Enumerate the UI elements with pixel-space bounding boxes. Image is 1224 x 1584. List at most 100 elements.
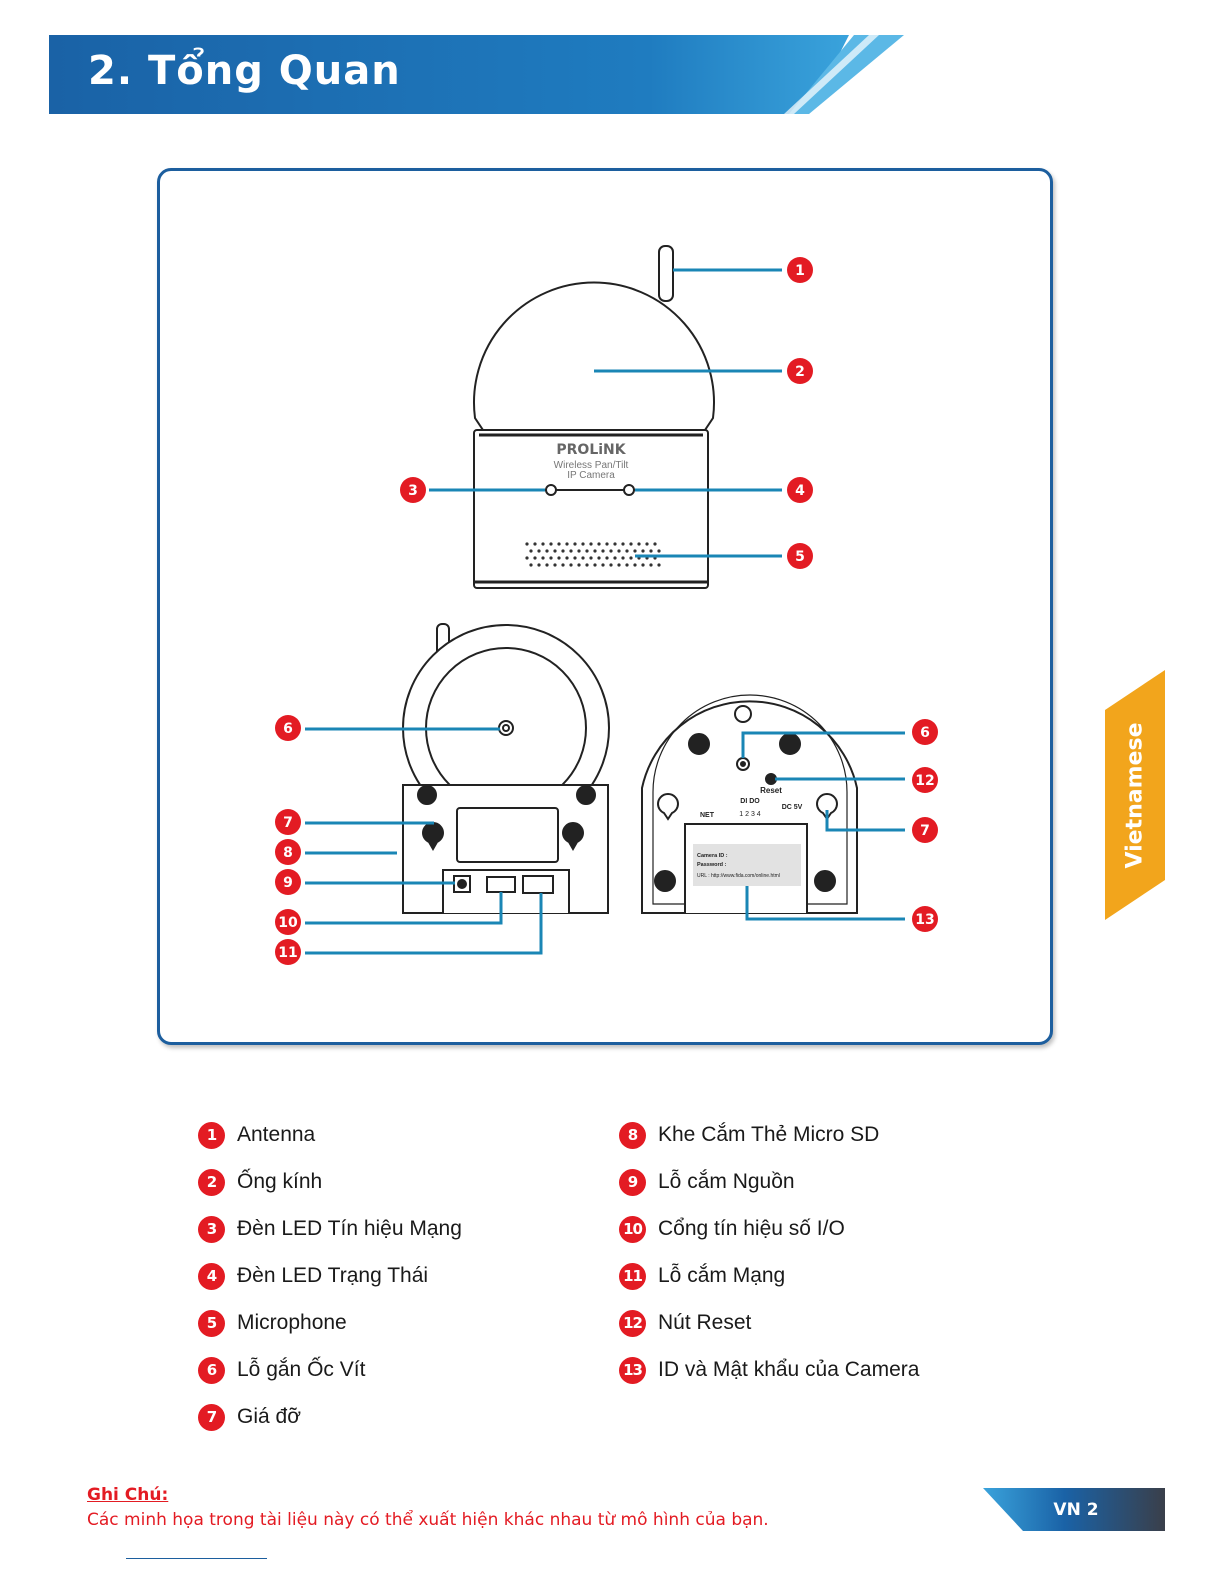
svg-text:8: 8 (283, 845, 293, 861)
svg-text:2: 2 (795, 364, 805, 380)
camera-diagram: PROLiNK Wireless Pan/Tilt IP Camera (275, 245, 938, 965)
note-title: Ghi Chú: (87, 1485, 169, 1505)
callout-1: 1 (787, 257, 813, 283)
legend-label: Cổng tín hiệu số I/O (658, 1217, 845, 1240)
legend-number: 7 (198, 1403, 225, 1431)
brand-logo: PROLiNK (556, 442, 626, 458)
leader-lines (305, 268, 905, 955)
legend-item: 3 Đèn LED Tín hiệu Mạng (198, 1215, 462, 1243)
legend-label: Antenna (237, 1123, 316, 1146)
svg-text:1: 1 (795, 263, 805, 279)
callout-6-bottom: 6 (912, 719, 938, 745)
legend-item: 13 ID và Mật khẩu của Camera (619, 1356, 919, 1384)
legend-label: Giá đỡ (237, 1405, 301, 1428)
legend-label: Đèn LED Trạng Thái (237, 1264, 429, 1287)
legend-label: ID và Mật khẩu của Camera (658, 1358, 920, 1381)
legend-number: 13 (619, 1356, 646, 1384)
network-led (545, 484, 557, 496)
legend-item: 8 Khe Cắm Thẻ Micro SD (619, 1121, 879, 1149)
svg-text:7: 7 (920, 823, 930, 839)
sticker-url: URL : http://www.fida.com/online.html (697, 873, 780, 879)
legend-number: 11 (619, 1262, 646, 1290)
model-line-2: IP Camera (567, 470, 615, 481)
legend-item: 1 Antenna (198, 1121, 315, 1149)
dido-pins-label: 1 2 3 4 (739, 811, 761, 818)
legend-number: 1 (198, 1121, 225, 1149)
callout-6-rear: 6 (275, 715, 301, 741)
svg-text:3: 3 (408, 483, 418, 499)
legend-item: 12 Nút Reset (619, 1309, 751, 1337)
svg-text:9: 9 (283, 875, 293, 891)
callout-13: 13 (912, 906, 938, 932)
header-banner (49, 35, 904, 114)
svg-text:4: 4 (795, 483, 805, 499)
legend-label: Đèn LED Tín hiệu Mạng (237, 1217, 462, 1240)
svg-text:7: 7 (283, 815, 293, 831)
microphone-grille (525, 542, 661, 567)
legend-number: 10 (619, 1215, 646, 1243)
lens-dome (473, 281, 715, 431)
svg-text:6: 6 (283, 721, 293, 737)
net-port-label: NET (700, 812, 715, 819)
callout-8: 8 (275, 839, 301, 865)
legend-number: 3 (198, 1215, 225, 1243)
legend-label: Microphone (237, 1311, 347, 1334)
svg-text:12: 12 (915, 773, 934, 789)
legend-label: Lỗ cắm Nguồn (658, 1170, 795, 1193)
callout-5: 5 (787, 543, 813, 569)
sticker-password: Password : (697, 862, 727, 868)
legend-item: 6 Lỗ gắn Ốc Vít (198, 1356, 365, 1384)
footer-rule (126, 1558, 267, 1559)
legend-number: 4 (198, 1262, 225, 1290)
legend-label: Nút Reset (658, 1311, 752, 1334)
reset-port-label: Reset (760, 786, 782, 795)
legend-item: 9 Lỗ cắm Nguồn (619, 1168, 795, 1196)
callout-2: 2 (787, 358, 813, 384)
legend-number: 2 (198, 1168, 225, 1196)
callout-4: 4 (787, 477, 813, 503)
callout-7-rear: 7 (275, 809, 301, 835)
sticker-camera-id: Camera ID : (697, 853, 728, 859)
legend-number: 9 (619, 1168, 646, 1196)
page-title: 2. Tổng Quan (88, 48, 401, 94)
antenna-shape (658, 245, 674, 302)
page-number: VN 2 (1053, 1499, 1099, 1520)
legend-label: Lỗ gắn Ốc Vít (237, 1358, 366, 1381)
callout-10: 10 (275, 909, 301, 935)
callout-badges: 1 2 3 4 5 6 7 8 9 10 11 6 12 7 13 (275, 257, 938, 965)
legend-number: 12 (619, 1309, 646, 1337)
legend-number: 8 (619, 1121, 646, 1149)
camera-bottom-view (641, 694, 858, 914)
callout-12: 12 (912, 767, 938, 793)
legend-item: 11 Lỗ cắm Mạng (619, 1262, 785, 1290)
svg-text:10: 10 (278, 915, 298, 931)
callout-3: 3 (400, 477, 426, 503)
id-sticker (693, 844, 801, 886)
dc-port-label: DC 5V (782, 804, 803, 811)
page-number-badge (983, 1488, 1165, 1531)
legend-number: 5 (198, 1309, 225, 1337)
dido-port-label: DI DO (740, 798, 760, 805)
model-line-1: Wireless Pan/Tilt (554, 460, 629, 471)
callout-9: 9 (275, 869, 301, 895)
callout-11: 11 (275, 939, 301, 965)
camera-front-view (473, 245, 715, 589)
callout-7-bottom: 7 (912, 817, 938, 843)
language-tab-label: Vietnamese (1122, 722, 1148, 868)
status-led (623, 484, 635, 496)
legend-number: 6 (198, 1356, 225, 1384)
legend-label: Khe Cắm Thẻ Micro SD (658, 1123, 880, 1146)
legend-item: 10 Cổng tín hiệu số I/O (619, 1215, 845, 1243)
svg-text:13: 13 (915, 912, 934, 928)
legend-label: Ống kính (237, 1170, 323, 1193)
legend-item: 4 Đèn LED Trạng Thái (198, 1262, 428, 1290)
svg-text:11: 11 (278, 945, 297, 961)
svg-text:5: 5 (795, 549, 805, 565)
note-text: Các minh họa trong tài liệu này có thể x… (87, 1510, 769, 1530)
legend-label: Lỗ cắm Mạng (658, 1264, 786, 1287)
camera-rear-view (402, 623, 610, 914)
legend-item: 2 Ống kính (198, 1168, 322, 1196)
language-tab (1105, 670, 1165, 920)
legend-item: 7 Giá đỡ (198, 1403, 301, 1431)
svg-text:6: 6 (920, 725, 930, 741)
